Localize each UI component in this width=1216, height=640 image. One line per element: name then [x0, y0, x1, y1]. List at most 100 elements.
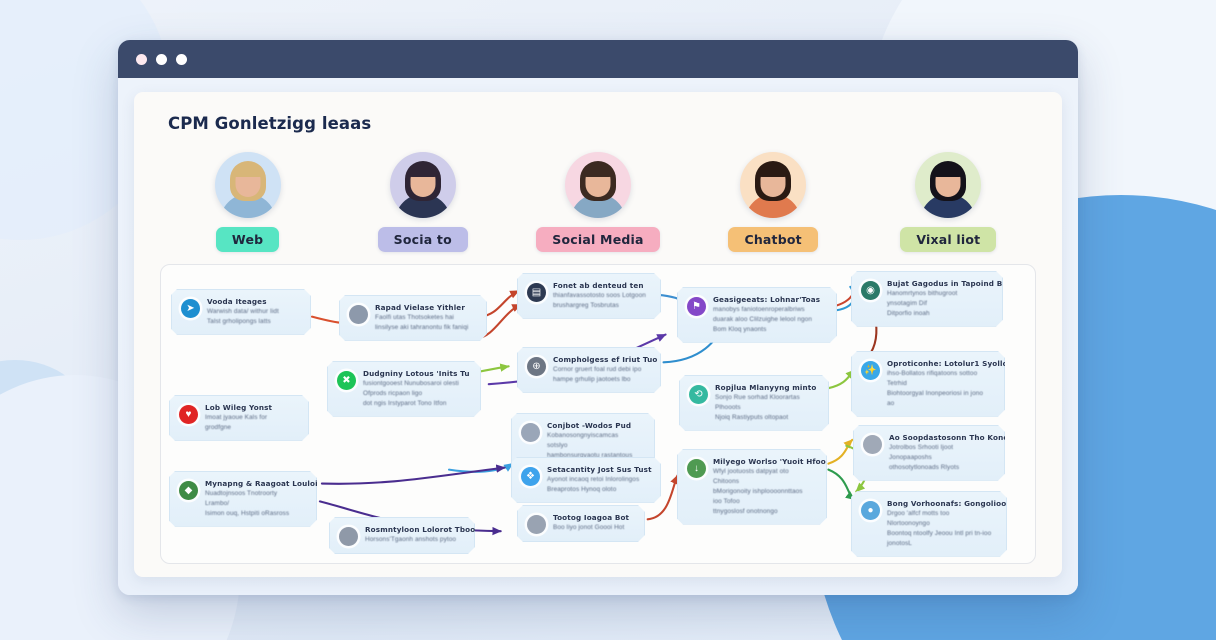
flow-node-title: Compholgess ef Iriut Tuo	[553, 355, 658, 364]
channel-chip-label[interactable]: Vixal liot	[900, 227, 997, 252]
flow-edge	[646, 474, 679, 521]
decorative-blob-bottom-left-accent	[0, 360, 90, 480]
minimize-dot[interactable]	[156, 53, 167, 65]
flow-node-title: Conjbot -Wodos Pud	[547, 421, 632, 430]
avatar-visual	[915, 152, 982, 218]
avatar-icon	[863, 435, 882, 454]
flow-node-title: Fonet ab denteud ten	[553, 281, 644, 290]
flow-node-title: Bong Vorhoonafs: Gongolioo Ouot	[887, 499, 1030, 508]
avatar-icon	[521, 423, 540, 442]
avatar-fringe	[232, 164, 264, 177]
browser-window: CPM Gonletzigg leaas Web Socia to Social M…	[118, 40, 1078, 595]
channel-web[interactable]: Web	[178, 152, 318, 252]
building-icon: ▤	[527, 283, 546, 302]
globe-blue-icon: ●	[861, 501, 880, 520]
flow-node-title: Lob Wileg Yonst	[205, 403, 273, 412]
flow-edge	[827, 438, 854, 465]
refresh-icon: ⟲	[689, 385, 708, 404]
avatar-web	[214, 152, 281, 218]
channel-chatbot[interactable]: Chatbot	[703, 152, 843, 252]
avatar-fringe	[582, 164, 614, 177]
maximize-dot[interactable]	[176, 53, 187, 65]
target-icon: ◉	[861, 281, 880, 300]
flow-node-description: Boo liyo jonot Goooi Hot	[553, 524, 625, 531]
channel-chip-label[interactable]: Social Media	[536, 227, 660, 252]
avatar-fringe	[932, 164, 964, 177]
spark-icon: ❖	[521, 467, 540, 486]
window-viewport: CPM Gonletzigg leaas Web Socia to Social M…	[118, 78, 1078, 595]
channel-socia-to[interactable]: Socia to	[353, 152, 493, 252]
avatar-icon	[339, 527, 358, 546]
avatar-fringe	[407, 164, 439, 177]
flow-edge	[320, 464, 506, 485]
window-titlebar	[118, 40, 1078, 78]
flow-node-description: ihso-Bollatos rifiqatoons sottoo Tetrhid…	[887, 370, 984, 407]
flow-node-description: Imoat jyaoue Kals for grodfgne	[205, 414, 268, 431]
channel-chip-label[interactable]: Socia to	[377, 227, 468, 252]
avatar-fringe	[757, 164, 789, 177]
flow-node-title: Mynapng & Raagoat Louloi	[205, 479, 318, 488]
content-sheet: CPM Gonletzigg leaas Web Socia to Social M…	[134, 92, 1062, 577]
flow-node[interactable]: ▤ Fonet ab denteud ten thianfavassotosto s…	[517, 273, 661, 319]
flow-node-title: Rosmntyloon Lolorot Tbooy Pfot	[365, 525, 501, 534]
download-icon: ↓	[687, 459, 706, 478]
flow-node-description: Horsons'Tgaonh anshots pytoo	[365, 536, 457, 543]
flow-node[interactable]: ⚑ Geasigeeats: Lohnar'Toas manobys fanioto…	[677, 287, 837, 343]
flow-node-title: Vooda Iteages	[207, 297, 267, 306]
page-title: CPM Gonletzigg leaas	[168, 114, 372, 133]
connect-icon: ✖	[337, 371, 356, 390]
flow-edge	[827, 369, 856, 390]
web-icon: ✨	[861, 361, 880, 380]
channel-vixal-liot[interactable]: Vixal liot	[878, 152, 1018, 252]
group-icon: ◆	[179, 481, 198, 500]
flow-node-title: Tootog Ioagoa Bot	[553, 513, 630, 522]
globe-icon: ⊕	[527, 357, 546, 376]
avatar-icon	[349, 305, 368, 324]
channel-chip-label[interactable]: Web	[215, 227, 280, 252]
flow-edge	[447, 462, 514, 473]
channel-social-media[interactable]: Social Media	[528, 152, 668, 252]
avatar-social-media	[564, 152, 631, 218]
flow-edge	[827, 468, 856, 501]
channel-chip-label[interactable]: Chatbot	[728, 227, 818, 252]
flow-node-title: Bujat Gagodus in Tapoind Brat	[887, 279, 1015, 288]
close-dot[interactable]	[136, 53, 147, 65]
avatar-chatbot	[740, 152, 807, 218]
bell-icon: ⚑	[687, 297, 706, 316]
flow-node-title: Setacantity Jost Sus Tust	[547, 465, 652, 474]
flow-node-title: Ao Soopdastosonn Tho Konearnhboo	[889, 433, 1036, 442]
channel-persona-row: Web Socia to Social Media Chatbot Vixal liot	[160, 147, 1036, 252]
flow-node-title: Ropjlua Mlanyyng minto	[715, 383, 817, 392]
flow-node-title: Rapad Vielase Yithler	[375, 303, 466, 312]
flow-node-title: Geasigeeats: Lohnar'Toas	[713, 295, 821, 304]
